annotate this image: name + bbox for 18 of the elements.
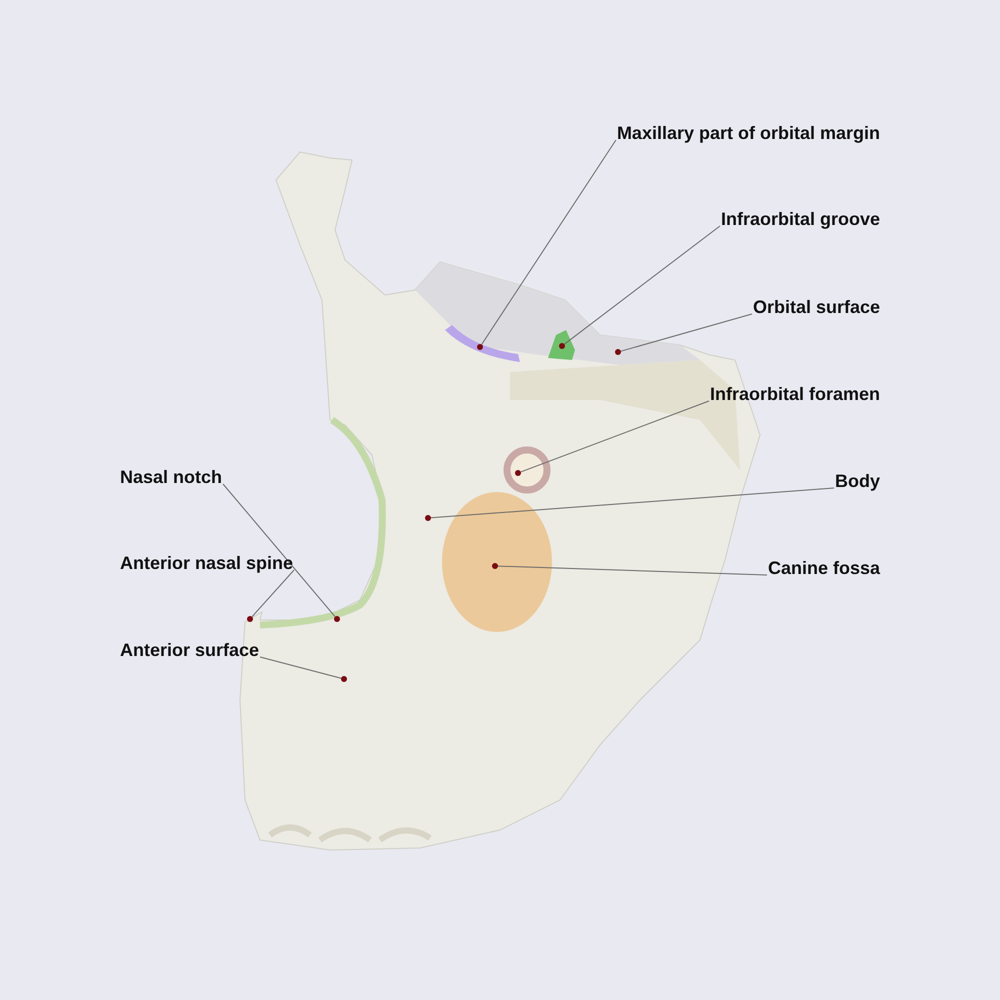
- leader-line: [222, 484, 336, 618]
- part-label: Infraorbital groove: [720, 208, 880, 230]
- part-label: Body: [835, 470, 880, 492]
- leader-line: [520, 400, 710, 472]
- leader-line: [260, 656, 342, 679]
- part-label: Orbital surface: [752, 296, 880, 318]
- part-label: Maxillary part of orbital margin: [616, 122, 880, 144]
- leader-line: [430, 488, 834, 518]
- leader-line: [498, 566, 768, 576]
- part-label: Canine fossa: [768, 557, 880, 579]
- part-label: Infraorbital foramen: [710, 383, 880, 405]
- part-label: Anterior surface: [120, 639, 260, 661]
- leader-line: [481, 140, 616, 345]
- part-label: Nasal notch: [120, 466, 222, 488]
- leader-line: [252, 570, 295, 618]
- part-label: Anterior nasal spine: [120, 552, 294, 574]
- target-dot: [247, 616, 253, 622]
- leader-line: [620, 314, 752, 352]
